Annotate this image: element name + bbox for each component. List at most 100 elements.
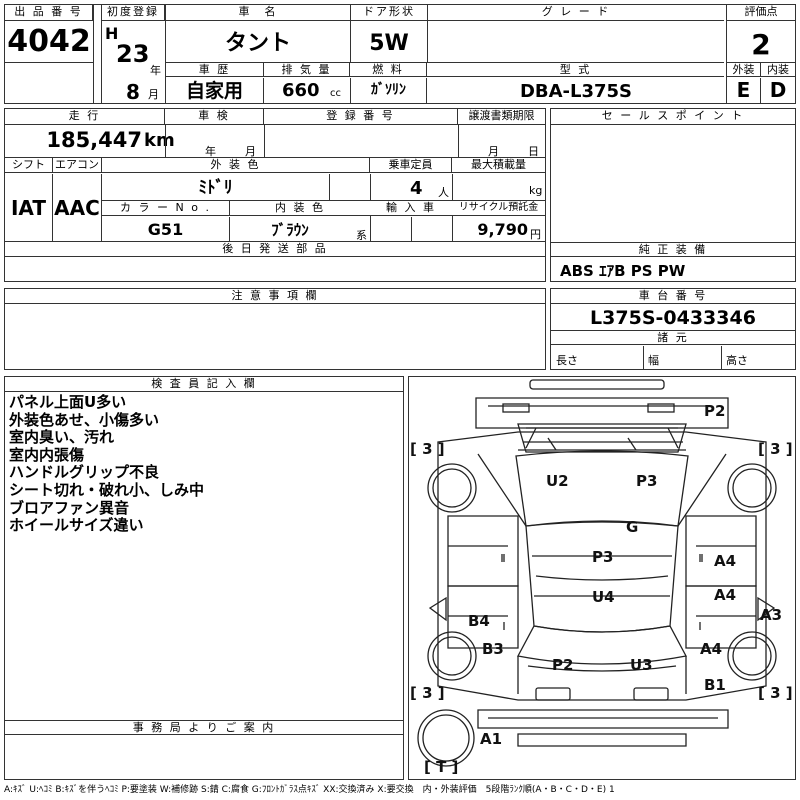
damage-mark: B3	[482, 640, 504, 658]
cc-unit: cc	[330, 88, 341, 99]
shift-value: IAT	[5, 174, 53, 241]
damage-mark: U2	[546, 472, 569, 490]
damage-mark: P2	[552, 656, 573, 674]
kg-unit: kg	[529, 184, 543, 197]
inspector-block	[4, 376, 404, 780]
int-color-label: 内 装 色	[230, 201, 370, 216]
note-line: ブロアファン異音	[9, 498, 130, 517]
chassis-no-label: 車 台 番 号	[551, 289, 795, 304]
transfer-day-unit: 日	[528, 145, 539, 158]
spec-row3-line	[102, 200, 545, 201]
damage-mark: G	[626, 518, 638, 536]
car-diagram: [ 3 ] [ 3 ] [ 3 ] [ 3 ] [ T ] P2 U2 P3 G…	[410, 379, 793, 776]
note-line: シート切れ・破れ小、しみ中	[9, 480, 205, 499]
note-line: 室内臭い、汚れ	[9, 428, 115, 447]
displacement-value: 660	[282, 80, 320, 101]
car-name-label: 車 名	[166, 5, 350, 21]
car-name: タント	[224, 31, 291, 56]
color-no-value: G51	[102, 217, 230, 241]
mileage-label: 走 行	[5, 109, 165, 125]
lot-vline	[93, 5, 94, 103]
model-label: 型 式	[427, 63, 724, 77]
lot-divider	[5, 62, 93, 63]
top-row2-line	[166, 62, 724, 63]
kei-unit: 系	[356, 229, 367, 242]
damage-mark: U4	[592, 588, 615, 606]
chassis-block	[550, 288, 796, 370]
recycle-value: 9,790	[477, 220, 528, 239]
transfer-label: 譲渡書類期限	[458, 109, 545, 125]
mileage-vline	[165, 125, 166, 157]
int-color-value: ﾌﾞﾗｳﾝ	[271, 221, 309, 239]
capacity-label: 乗車定員	[370, 158, 452, 173]
office-label: 事 務 局 よ り ご 案 内	[5, 720, 403, 735]
displacement-label: 排 気 量	[264, 63, 350, 77]
damage-mark: A3	[760, 606, 782, 624]
note-line: ホイールサイズ違い	[9, 516, 144, 535]
car-name-vline	[350, 5, 351, 62]
grade-value	[428, 22, 724, 62]
mileage-value: 185,447	[46, 128, 142, 152]
interior-label: 内装	[761, 62, 795, 77]
spec-row2-line	[5, 157, 545, 158]
legend: A:ｷｽﾞ U:ﾍｺﾐ B:ｷｽﾞを伴うﾍｺﾐ P:要塗装 W:補修跡 S:錆 …	[4, 785, 615, 795]
dim-vline-1	[643, 346, 644, 369]
genuine-equipment-label: 純 正 装 備	[551, 242, 795, 257]
later-parts-label: 後 日 発 送 部 品	[5, 242, 545, 257]
import-vline	[411, 217, 412, 241]
shift-label: シフト	[5, 158, 53, 173]
door-type: 5W	[369, 31, 409, 56]
dim-vline-2	[721, 346, 722, 369]
damage-mark: A4	[714, 586, 736, 604]
lot-label: 出 品 番 号	[5, 5, 93, 21]
persons-unit: 人	[438, 186, 449, 199]
aircon-value: AAC	[53, 174, 102, 241]
note-line: ハンドルグリップ不良	[9, 463, 160, 482]
tire-label-front-left: [ 3 ]	[410, 684, 445, 702]
tire-label-rear-right: [ 3 ]	[758, 440, 793, 458]
max-load-label: 最大積載量	[452, 158, 545, 173]
length-label: 長さ	[556, 354, 578, 367]
transfer-month-unit: 月	[488, 145, 499, 158]
damage-mark: P3	[592, 548, 613, 566]
height-label: 高さ	[726, 354, 748, 367]
damage-mark: A4	[714, 552, 736, 570]
sales-points-label: セ ー ル ス ポ イ ン ト	[551, 109, 795, 125]
inspection-month-unit: 月	[245, 145, 256, 158]
cautions-label: 注 意 事 項 欄	[5, 289, 545, 304]
import-label: 輸 入 車	[370, 201, 452, 216]
inspector-notes: パネル上面U多い 外装色あせ、小傷多い 室内臭い、汚れ 室内内張傷 ハンドルグリ…	[9, 393, 399, 535]
tire-label-spare: [ T ]	[424, 758, 458, 776]
door-label: ドア形状	[351, 5, 427, 21]
damage-mark: B4	[468, 612, 490, 630]
tire-label-front-right: [ 3 ]	[758, 684, 793, 702]
lot-number: 4042	[7, 24, 91, 59]
inspector-label: 検 査 員 記 入 欄	[5, 377, 403, 392]
chassis-no-value: L375S-0433346	[590, 307, 756, 329]
spec-row4-line	[5, 241, 545, 242]
km-unit: km	[144, 130, 175, 151]
sales-block	[550, 108, 796, 282]
first-reg-year: 23	[116, 40, 150, 68]
history-label: 車 歴	[166, 63, 264, 77]
score-value: 2	[751, 28, 771, 61]
inspection-vline	[264, 125, 265, 157]
history-value: 自家用	[166, 78, 264, 103]
regno-vline	[458, 125, 459, 157]
dimensions-label: 諸 元	[551, 330, 795, 345]
displacement-vline	[350, 78, 351, 103]
inspection-label: 車 検	[165, 109, 264, 125]
year-unit: 年	[150, 64, 161, 77]
aircon-label: エアコン	[53, 158, 102, 173]
damage-mark: A4	[700, 640, 722, 658]
damage-mark: P2	[704, 402, 725, 420]
tire-label-rear-left: [ 3 ]	[410, 440, 445, 458]
recycle-label: リサイクル預託金	[452, 201, 545, 216]
fuel-value: ｶﾞｿﾘﾝ	[351, 78, 427, 103]
grade-label: グ レ ー ド	[428, 5, 724, 21]
exterior-score: E	[727, 78, 761, 103]
score-label: 評価点	[727, 5, 795, 21]
first-reg-era: H	[105, 24, 119, 43]
damage-mark: U3	[630, 656, 653, 674]
first-reg-frame	[101, 5, 102, 103]
